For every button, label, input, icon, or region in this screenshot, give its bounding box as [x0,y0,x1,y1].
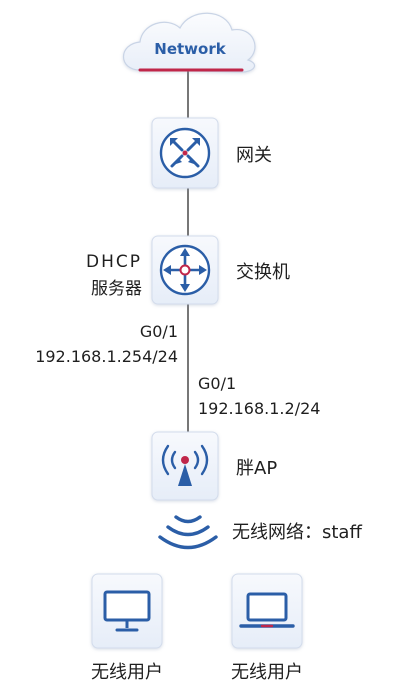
switch-label: 交换机 [236,262,290,283]
access-point-icon [151,431,219,501]
wireless-label: 无线网络：staff [232,522,362,543]
ap-port-label: G0/1 [198,374,236,393]
switch-ip-label: 192.168.1.254/24 [35,347,178,366]
switch-icon [151,235,219,305]
cloud-label: Network [154,40,226,58]
switch-port-label: G0/1 [140,322,178,341]
router-icon [151,117,219,189]
ap-label: 胖AP [236,458,277,479]
gateway-label: 网关 [236,145,272,166]
client-2-label: 无线用户 [231,662,303,683]
laptop-icon [231,573,303,649]
desktop-monitor-icon [91,573,163,649]
wifi-waves-icon [158,515,218,550]
cloud-icon [123,12,256,73]
switch-role-line1: DHCP [86,252,142,272]
ap-ip-label: 192.168.1.2/24 [198,399,320,418]
switch-role-line2: 服务器 [91,279,142,299]
client-1-label: 无线用户 [91,662,163,683]
